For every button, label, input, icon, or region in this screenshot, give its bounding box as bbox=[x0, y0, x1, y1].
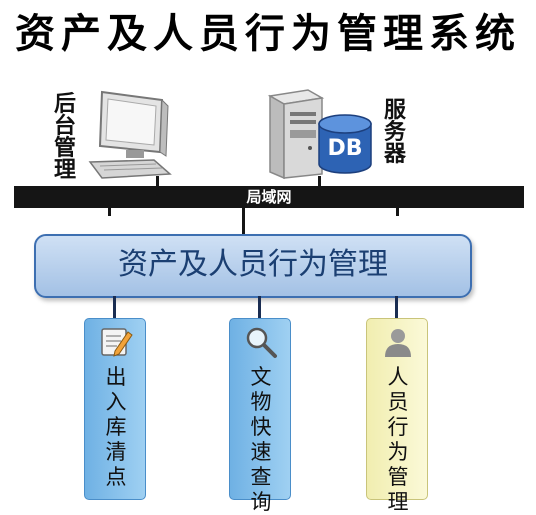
admin-label-char: 台 bbox=[54, 114, 77, 139]
module-label: 人 员 行 为 管 理 bbox=[367, 365, 429, 515]
database-icon: DB bbox=[316, 114, 374, 176]
module-char: 查 bbox=[250, 465, 272, 489]
edit-icon bbox=[101, 328, 133, 357]
lan-connector bbox=[156, 176, 159, 186]
admin-label: 后 台 管 理 bbox=[54, 94, 76, 182]
module-search: 文 物 快 速 查 询 bbox=[229, 318, 291, 514]
server-label-char: 器 bbox=[384, 142, 407, 167]
module-char: 出 bbox=[105, 365, 127, 389]
database-label: DB bbox=[327, 136, 363, 161]
module-personnel: 人 员 行 为 管 理 bbox=[366, 318, 428, 514]
module-char: 库 bbox=[105, 415, 127, 439]
lan-connector bbox=[242, 208, 245, 234]
management-box: 资产及人员行为管理 bbox=[34, 234, 472, 298]
computer-icon bbox=[88, 90, 172, 179]
admin-label-char: 管 bbox=[54, 136, 77, 161]
module-char: 入 bbox=[105, 390, 127, 414]
module-label: 文 物 快 速 查 询 bbox=[230, 365, 292, 515]
person-icon bbox=[385, 329, 411, 357]
module-char: 员 bbox=[387, 390, 409, 414]
module-char: 点 bbox=[105, 465, 127, 489]
module-connector bbox=[258, 296, 261, 318]
page-title: 资产及人员行为管理系统 bbox=[15, 11, 521, 57]
module-char: 清 bbox=[105, 440, 127, 464]
lan-connector bbox=[318, 176, 321, 186]
server-label: 服 务 器 bbox=[384, 100, 406, 166]
module-char: 人 bbox=[387, 365, 409, 389]
module-connector bbox=[113, 296, 116, 318]
module-label: 出 入 库 清 点 bbox=[85, 365, 147, 490]
admin-label-char: 后 bbox=[54, 92, 77, 117]
admin-label-char: 理 bbox=[54, 158, 77, 183]
module-char: 快 bbox=[250, 415, 272, 439]
lan-connector bbox=[396, 208, 399, 216]
server-label-char: 务 bbox=[384, 120, 407, 145]
module-char: 物 bbox=[250, 390, 272, 414]
server-label-char: 服 bbox=[384, 98, 407, 123]
module-char: 询 bbox=[250, 490, 272, 514]
lan-connector bbox=[108, 208, 111, 216]
module-char: 行 bbox=[387, 415, 409, 439]
lan-bar: 局域网 bbox=[14, 186, 524, 208]
module-char: 速 bbox=[250, 440, 272, 464]
module-char: 为 bbox=[387, 440, 409, 464]
module-connector bbox=[395, 296, 398, 318]
server-icon bbox=[267, 89, 325, 180]
module-inventory: 出 入 库 清 点 bbox=[84, 318, 146, 500]
module-char: 文 bbox=[250, 365, 272, 389]
magnifier-icon bbox=[246, 327, 277, 358]
module-char: 管 bbox=[387, 465, 409, 489]
module-char: 理 bbox=[387, 490, 409, 514]
